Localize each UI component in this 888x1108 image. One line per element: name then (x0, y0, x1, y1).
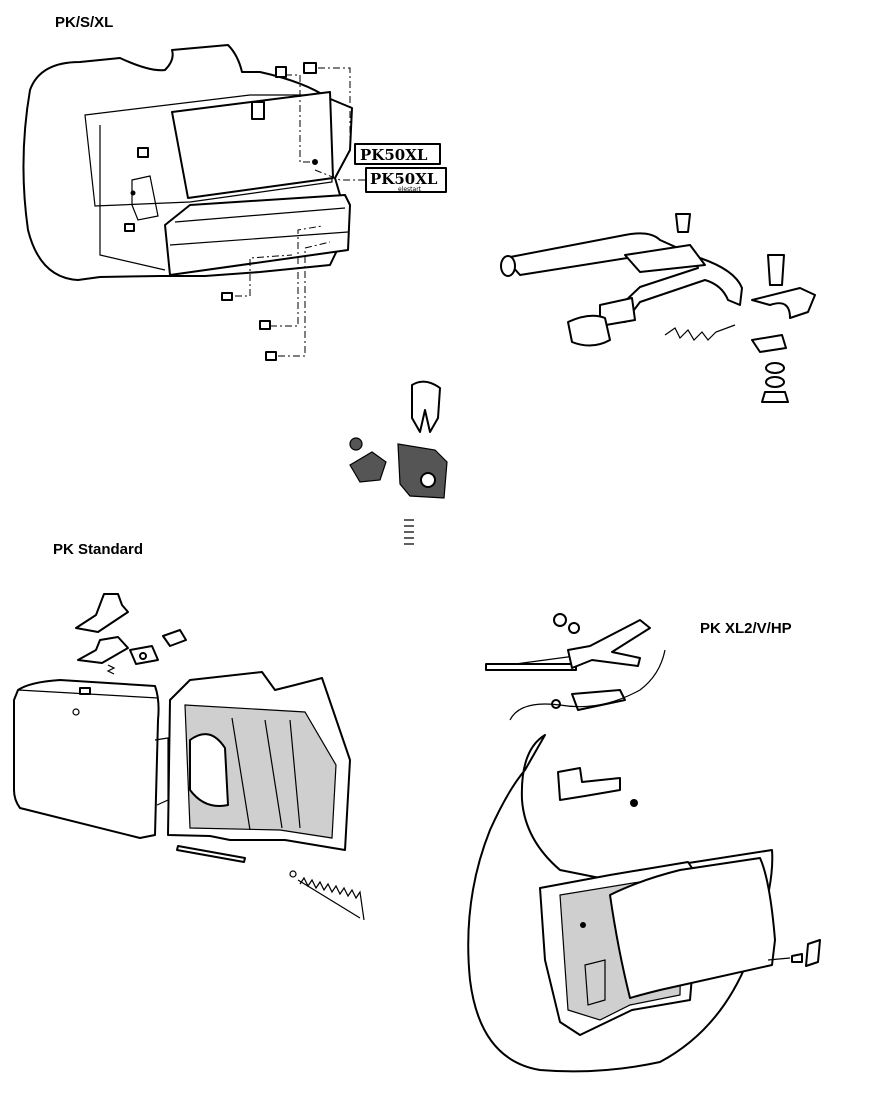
pk-standard-glovebox-assembly (13, 593, 365, 921)
lock-barrel (397, 443, 448, 499)
section-label-pk-standard: PK Standard (53, 541, 144, 558)
section-label-pk-s-xl: PK/S/XL (55, 14, 114, 31)
pk50xl-badge (354, 143, 441, 165)
hinge-bracket-upper (75, 593, 129, 633)
center-stand-assembly (500, 213, 816, 403)
hinge-bracket-lower (77, 636, 129, 664)
pk-xl2-glovebox-assembly (467, 613, 821, 1073)
section-label-pk-xl2-v-hp: PK XL2/V/HP (700, 620, 792, 637)
pk50xl-elestart-badge (365, 167, 447, 193)
pk-standard-glovebox-lid (13, 679, 160, 839)
center-stand-foot (567, 314, 611, 347)
glovebox-door (164, 194, 351, 276)
lock-clip (411, 380, 441, 433)
pk50xl-badge-text: PK50XL (360, 146, 428, 164)
pk-s-xl-glovebox-assembly: PK50XL PK50XL elestart (22, 44, 448, 545)
elestart-subtext: elestart (398, 186, 422, 193)
pk-xl2-glovebox-door (609, 857, 776, 999)
pk50xl-elestart-badge-text: PK50XL (370, 170, 438, 188)
